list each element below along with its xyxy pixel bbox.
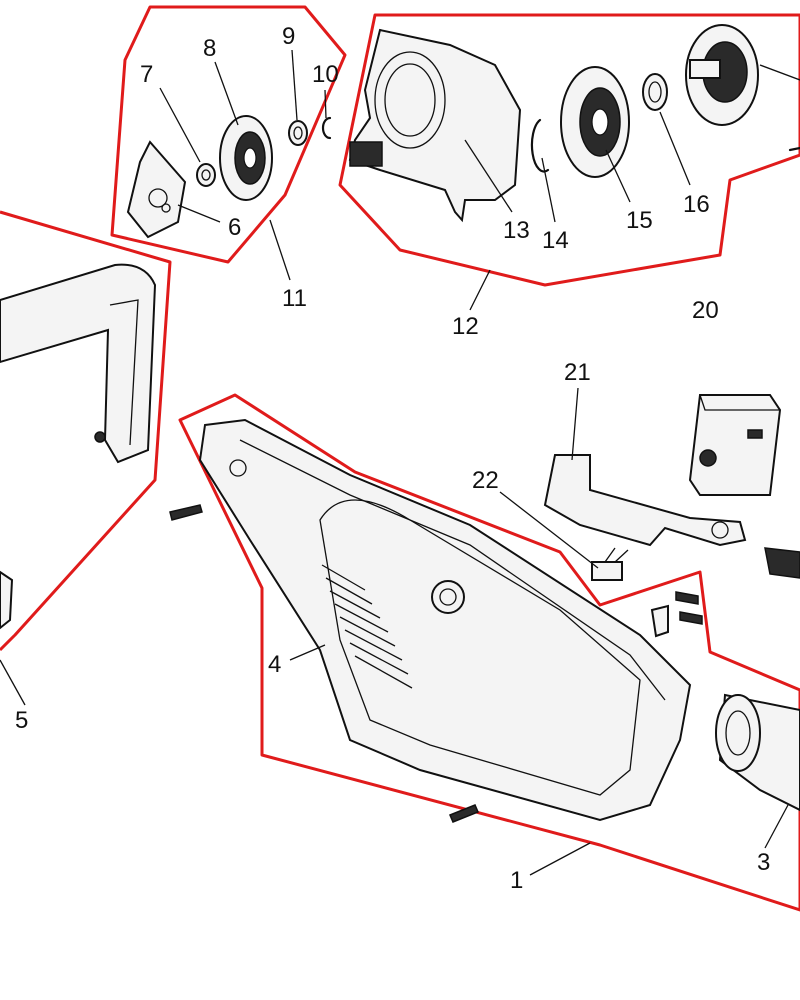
part-1-housing-boss-center — [431, 580, 465, 614]
part-1-housing-boss-left — [229, 459, 247, 477]
bearing-assembly-parts — [126, 115, 332, 239]
leader-lines — [0, 49, 800, 876]
part-22-terminal — [591, 561, 623, 581]
part-4-vent-slots — [321, 564, 413, 689]
group-11-boundary — [110, 5, 347, 264]
part-1-housing-rim — [239, 439, 666, 701]
leader-9 — [291, 49, 298, 121]
part-20-switch-button — [699, 449, 717, 467]
leader-21 — [571, 387, 579, 461]
callout-4: 4 — [268, 651, 281, 678]
part-7-washer — [196, 163, 216, 187]
leader-5 — [0, 659, 26, 706]
part-6-hole-small — [161, 203, 171, 213]
part-20-switch — [688, 394, 782, 496]
part-3-coupling-bore — [725, 710, 751, 756]
part-20-switch-edge — [699, 394, 780, 411]
part-8-gear-bore — [243, 147, 257, 169]
main-housing-part — [169, 418, 800, 823]
callout-13: 13 — [503, 217, 530, 244]
callout-1: 1 — [510, 867, 523, 894]
callout-12: 12 — [452, 313, 479, 340]
housing-screw-left — [169, 504, 203, 521]
part-5-handle-screw — [94, 431, 106, 443]
callout-10: 10 — [312, 61, 339, 88]
leader-6 — [177, 204, 221, 223]
leader-11 — [269, 219, 291, 281]
part-6-hole — [148, 188, 168, 208]
group-12-boundary — [338, 13, 800, 287]
callout-7: 7 — [140, 61, 153, 88]
leader-16 — [659, 111, 691, 186]
part-21-lever — [543, 454, 747, 547]
part-16-ring — [642, 73, 668, 111]
switch-parts — [543, 394, 800, 638]
callout-22: 22 — [472, 467, 499, 494]
part-5-handle — [0, 263, 157, 464]
callout-16: 16 — [683, 191, 710, 218]
tensioner-knob-shaft — [689, 59, 721, 79]
leader-15 — [605, 149, 631, 203]
callout-3: 3 — [757, 849, 770, 876]
leader-14 — [541, 157, 556, 223]
leader-13 — [464, 139, 513, 213]
housing-screw-bottom — [449, 804, 479, 823]
fragment-right-edge — [788, 146, 800, 152]
part-13-cover-tab — [349, 141, 383, 167]
part-1-housing-boss-center-hole — [439, 588, 457, 606]
chain-cover-parts — [348, 24, 800, 223]
part-5-handle-edge — [109, 299, 139, 446]
callout-21: 21 — [564, 359, 591, 386]
leader-8 — [214, 61, 239, 126]
part-9-washer-bore — [293, 126, 303, 140]
group-1-boundary — [178, 393, 800, 912]
leader-7 — [159, 87, 201, 163]
leader-4 — [289, 644, 326, 661]
leader-22 — [499, 491, 599, 569]
part-20-switch-terminal — [747, 429, 763, 439]
part-14-circlip — [530, 118, 550, 173]
part-7-washer-bore — [201, 169, 211, 181]
switch-clip — [650, 604, 669, 638]
callout-20: 20 — [692, 297, 719, 324]
part-5-handle-end — [0, 570, 14, 630]
part-13-cover-window-inner — [384, 63, 436, 137]
part-1-housing — [198, 418, 692, 822]
callout-15: 15 — [626, 207, 653, 234]
part-13-cover — [348, 28, 522, 223]
front-handle-part — [0, 263, 157, 630]
leader-3 — [764, 804, 789, 849]
part-13-cover-window — [374, 51, 446, 149]
screw-lower-right — [679, 611, 703, 625]
leader-12 — [469, 269, 491, 311]
part-3-coupling-face — [715, 694, 761, 772]
callout-11: 11 — [282, 285, 307, 312]
callout-9: 9 — [282, 23, 295, 50]
motor-shaft-stub — [764, 547, 800, 579]
group-boundaries — [0, 5, 800, 912]
callout-8: 8 — [203, 35, 216, 62]
part-15-sprocket-bore — [591, 108, 609, 136]
part-22-terminal-wires — [604, 547, 629, 563]
part-16-ring-bore — [648, 81, 662, 103]
group-5-boundary — [0, 210, 172, 652]
part-9-washer — [288, 120, 308, 146]
callout-6: 6 — [228, 214, 241, 241]
part-10-circlip — [321, 116, 332, 140]
callout-labels: 7 8 9 10 6 11 12 13 14 15 16 20 21 22 4 … — [15, 23, 770, 894]
leader-1 — [529, 842, 591, 876]
part-1-housing-inner-wall — [319, 499, 641, 796]
leader-knob — [759, 64, 800, 81]
leader-10 — [324, 89, 327, 119]
part-21-lever-pivot — [711, 521, 729, 539]
callout-5: 5 — [15, 707, 28, 734]
screw-upper-right — [675, 591, 699, 605]
callout-14: 14 — [542, 227, 569, 254]
